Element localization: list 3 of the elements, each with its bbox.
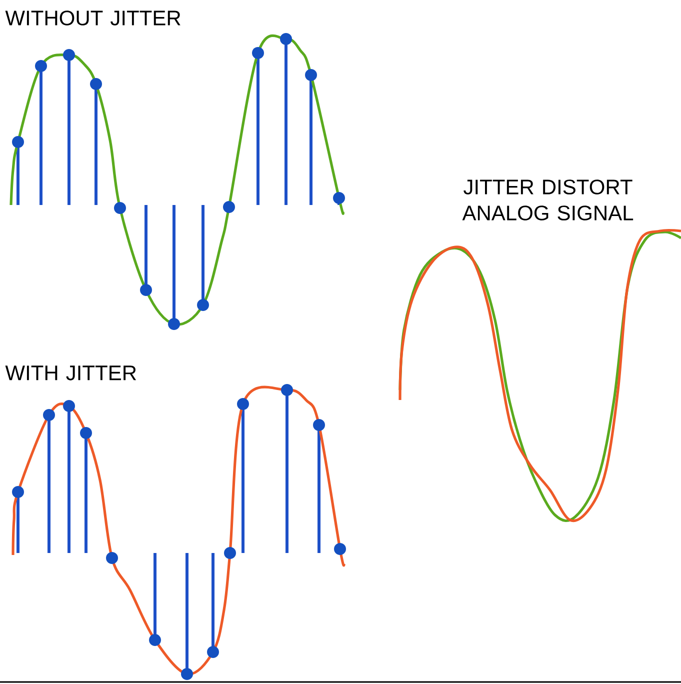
heading: WITH JITTER bbox=[5, 366, 136, 380]
heading: JITTER DISTORT ANALOG SIGNAL bbox=[462, 180, 634, 220]
heading: WITHOUT JITTER bbox=[5, 10, 180, 26]
